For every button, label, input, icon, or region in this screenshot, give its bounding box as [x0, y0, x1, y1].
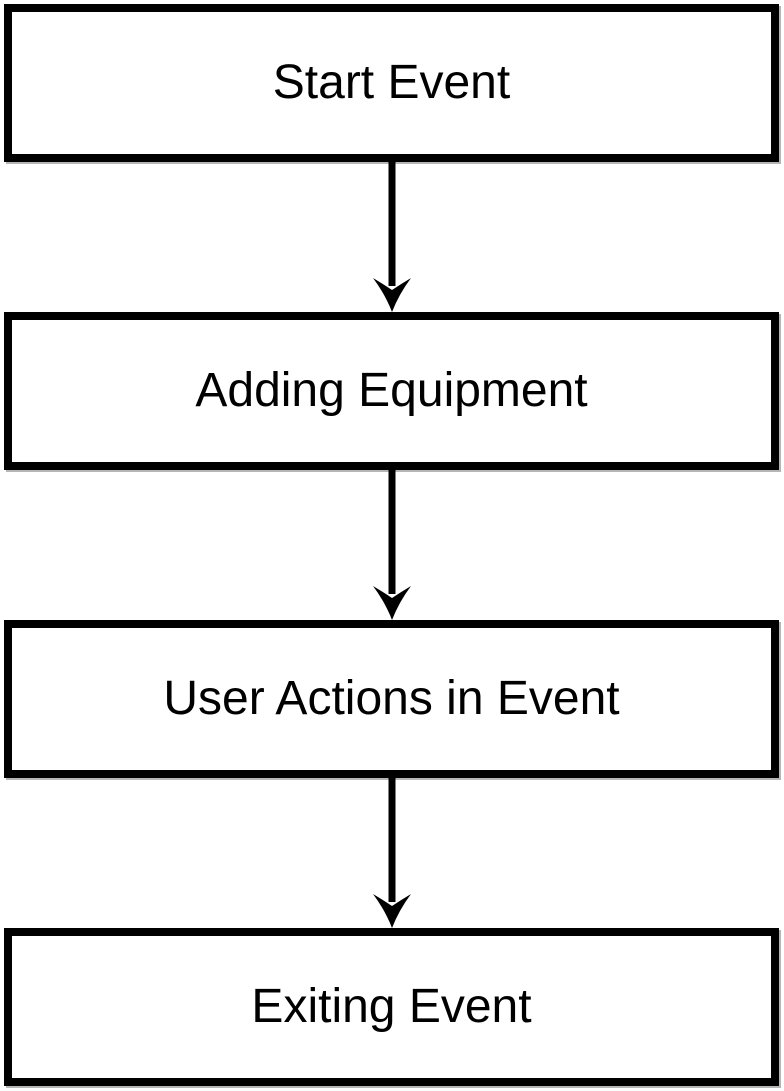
- flow-node-user-actions-in-event: User Actions in Event: [4, 620, 779, 778]
- arrowhead-icon: [373, 278, 411, 312]
- arrowhead-icon: [373, 894, 411, 928]
- node-label-start-event: Start Event: [272, 56, 511, 109]
- node-label-user-actions-in-event: User Actions in Event: [163, 672, 620, 725]
- arrow-down-connector-3: [373, 778, 411, 928]
- node-label-exiting-event: Exiting Event: [251, 980, 532, 1033]
- arrowhead-icon: [373, 586, 411, 620]
- flow-node-exiting-event: Exiting Event: [4, 928, 779, 1086]
- node-label-adding-equipment: Adding Equipment: [195, 364, 588, 417]
- flow-node-adding-equipment: Adding Equipment: [4, 312, 779, 470]
- arrow-down-connector-1: [373, 162, 411, 312]
- arrow-shaft: [388, 162, 396, 286]
- arrow-shaft: [388, 470, 396, 594]
- flow-node-start-event: Start Event: [4, 4, 779, 162]
- arrow-shaft: [388, 778, 396, 902]
- arrow-down-connector-2: [373, 470, 411, 620]
